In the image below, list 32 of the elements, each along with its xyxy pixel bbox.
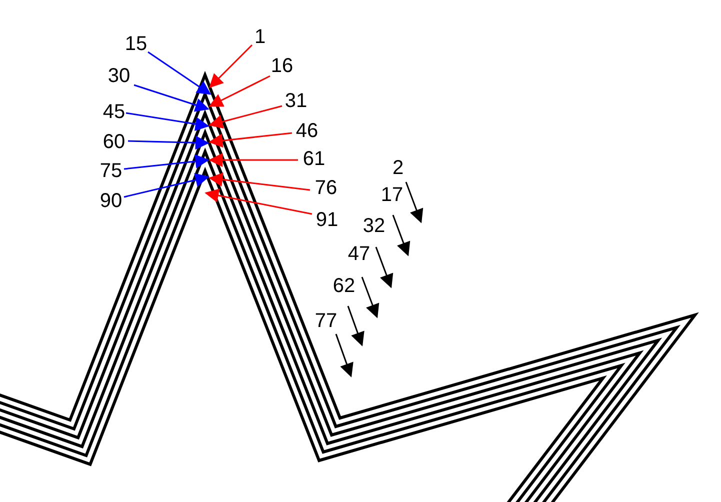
leader-line	[204, 188, 312, 215]
leader-line	[208, 132, 292, 148]
callout-number: 61	[302, 148, 326, 170]
callout-number: 2	[392, 157, 404, 179]
callout-number: 46	[296, 120, 318, 142]
callout-number: 75	[100, 160, 122, 182]
callout-number: 32	[362, 215, 386, 237]
leader-line	[124, 154, 210, 170]
leader-line	[208, 75, 270, 107]
callout-number: 77	[314, 310, 338, 332]
leader-line	[209, 44, 253, 88]
callout-number: 60	[102, 131, 126, 153]
leader-line	[124, 173, 210, 198]
callout-number: 17	[380, 184, 404, 206]
leader-line	[128, 136, 210, 150]
callout-number: 1	[254, 26, 266, 48]
callout-number: 76	[314, 177, 338, 199]
leader-line	[126, 112, 210, 131]
callout-number: 45	[102, 101, 126, 123]
callout-number: 16	[270, 55, 294, 77]
leader-line	[148, 51, 212, 95]
callout-number: 15	[124, 33, 148, 55]
leader-line	[208, 105, 282, 129]
callout-number: 47	[348, 243, 370, 265]
callout-number: 91	[316, 209, 338, 231]
callout-number: 30	[108, 65, 130, 87]
leader-line	[134, 84, 210, 112]
leader-line	[208, 172, 310, 191]
leader-line	[208, 153, 298, 167]
callout-number: 62	[332, 275, 356, 297]
callout-number: 90	[100, 190, 122, 212]
callout-number: 31	[284, 90, 308, 112]
